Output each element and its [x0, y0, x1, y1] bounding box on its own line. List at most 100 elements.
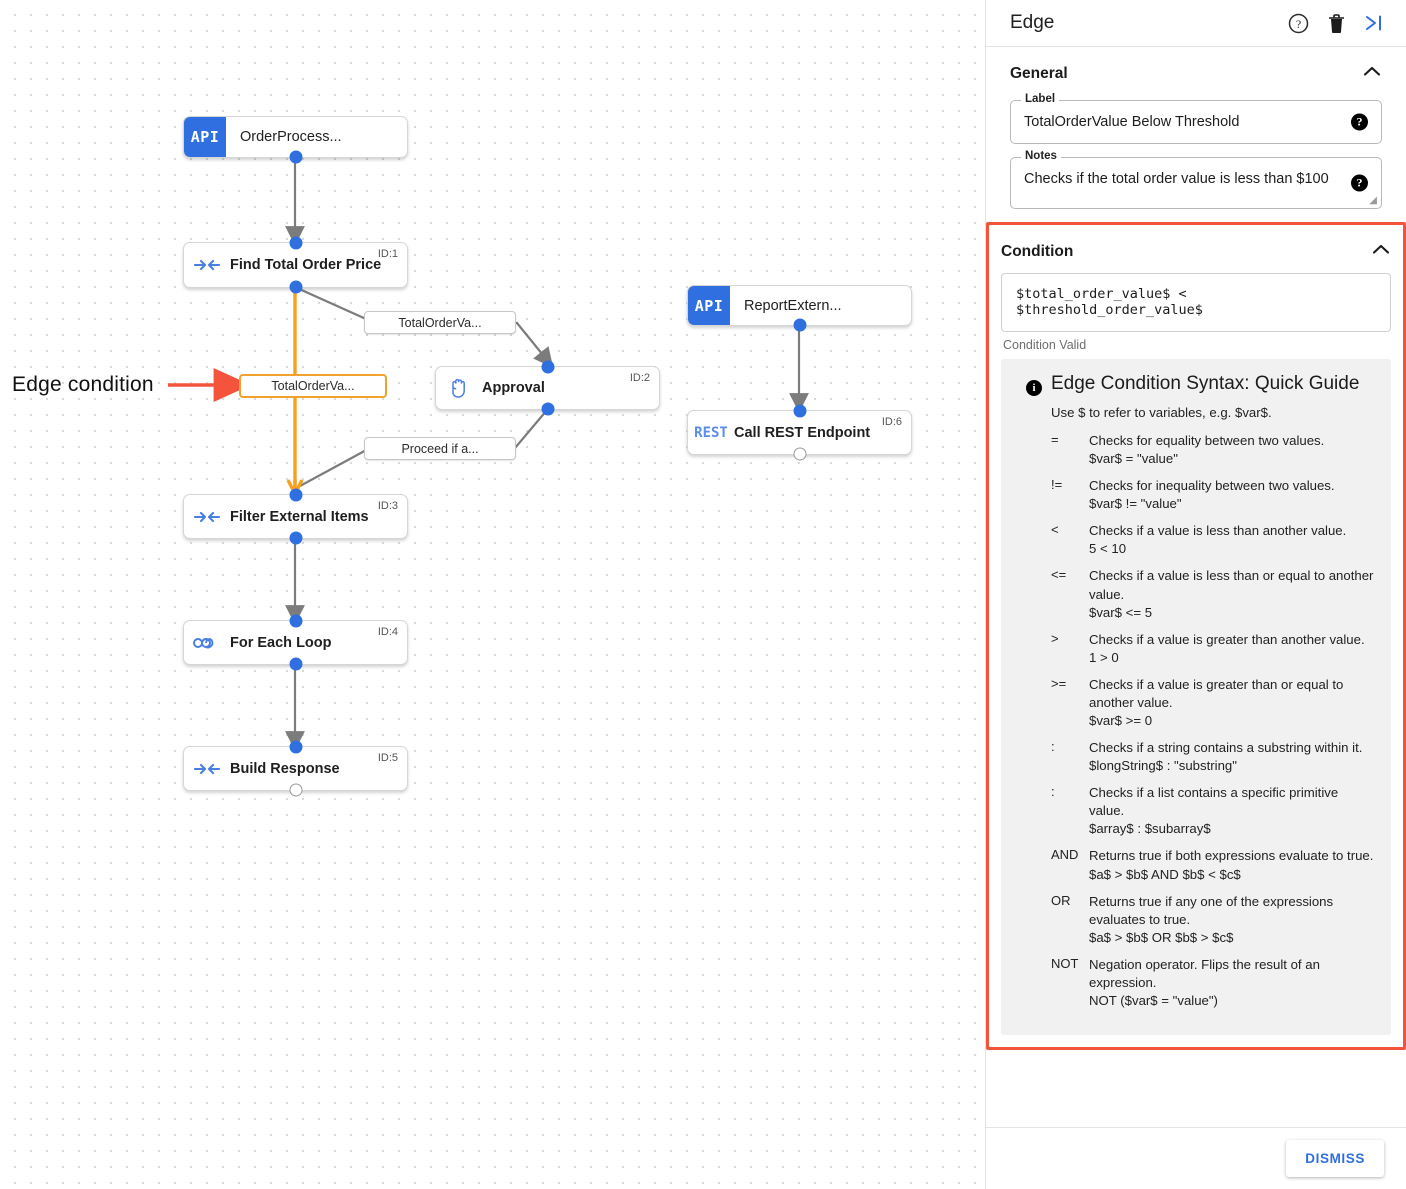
label-field-legend: Label [1021, 93, 1060, 105]
operator-row: = Checks for equality between two values.… [1051, 432, 1375, 468]
operator-symbol: : [1051, 784, 1055, 800]
node-port-in[interactable] [289, 614, 302, 628]
operator-description: Checks if a value is less than another v… [1089, 523, 1347, 539]
label-field[interactable]: Label TotalOrderValue Below Threshold ? [1010, 93, 1382, 144]
operator-example: $a$ > $b$ AND $b$ < $c$ [1089, 866, 1241, 882]
operator-symbol: >= [1051, 675, 1067, 691]
node-port-out[interactable] [541, 402, 554, 416]
node-id-tag: ID:2 [629, 372, 650, 384]
api-badge-icon: API [688, 286, 730, 325]
operator-example: 1 > 0 [1089, 649, 1119, 665]
notes-field-legend: Notes [1021, 150, 1061, 162]
node-port-in[interactable] [541, 360, 554, 374]
node-port-out[interactable] [793, 318, 806, 332]
chevron-up-icon[interactable] [1371, 243, 1391, 261]
condition-section: Condition $total_order_value$ < $thresho… [986, 222, 1406, 1051]
operator-symbol: != [1051, 477, 1063, 493]
operator-description-block: Negation operator. Flips the result of a… [1089, 956, 1375, 1010]
help-circle-icon[interactable]: ? [1288, 13, 1309, 34]
node-port-out[interactable] [289, 150, 302, 164]
node-find-total-order-price[interactable]: Find Total Order Price ID:1 [183, 236, 408, 294]
node-port-in[interactable] [289, 488, 302, 502]
node-port-out[interactable] [793, 447, 806, 461]
operator-description-block: Checks if a value is greater than or equ… [1089, 676, 1375, 730]
operator-description: Checks if a string contains a substring … [1089, 740, 1363, 756]
node-approval[interactable]: Approval ID:2 [435, 360, 660, 416]
operator-symbol: <= [1051, 567, 1067, 583]
dismiss-button[interactable]: DISMISS [1286, 1140, 1384, 1177]
help-icon[interactable]: ? [1351, 113, 1368, 131]
operator-symbol: < [1051, 522, 1059, 538]
condition-heading: Condition [1001, 243, 1074, 260]
operator-description: Checks for equality between two values. [1089, 433, 1325, 448]
condition-expression-input[interactable]: $total_order_value$ < $threshold_order_v… [1001, 273, 1391, 332]
notes-field[interactable]: Notes Checks if the total order value is… [1010, 150, 1382, 209]
operator-row: : Checks if a list contains a specific pr… [1051, 784, 1375, 838]
edge-label-proceed-if-approved[interactable]: Proceed if a... [364, 437, 516, 460]
resize-handle[interactable]: ◢ [1369, 195, 1377, 206]
operator-description-block: Checks if a string contains a substring … [1089, 739, 1375, 775]
node-port-out[interactable] [289, 531, 302, 545]
converging-arrows-icon [184, 761, 230, 777]
trash-icon[interactable] [1327, 13, 1346, 34]
node-build-response[interactable]: Build Response ID:5 [183, 740, 408, 797]
operator-row: OR Returns true if any one of the express… [1051, 893, 1375, 947]
converging-arrows-icon [184, 509, 230, 525]
workflow-canvas[interactable]: Edge condition API OrderProcess... Find … [0, 0, 985, 1189]
node-port-in[interactable] [289, 236, 302, 250]
operator-example: $longString$ : "substring" [1089, 758, 1237, 774]
operator-example: $a$ > $b$ OR $b$ > $c$ [1089, 929, 1234, 945]
operator-description-block: Returns true if both expressions evaluat… [1089, 847, 1375, 883]
general-section: General Label TotalOrderValue Below Thre… [986, 47, 1406, 209]
panel-header: Edge ? [986, 0, 1406, 47]
chevron-up-icon[interactable] [1362, 65, 1382, 83]
help-icon[interactable]: ? [1351, 174, 1368, 192]
operator-symbol: = [1051, 432, 1059, 447]
node-title: Approval [482, 380, 545, 396]
operator-row: !=Checks for inequality between two valu… [1051, 477, 1375, 513]
operator-description: Checks if a value is greater than anothe… [1089, 631, 1365, 647]
operator-example: $var$ >= 0 [1089, 713, 1153, 729]
node-title: For Each Loop [230, 634, 332, 651]
operator-example: $var$ = "value" [1089, 451, 1178, 467]
node-for-each-loop[interactable]: For Each Loop ID:4 [183, 614, 408, 671]
operator-symbol: : [1051, 739, 1055, 755]
operator-description-block: Checks if a value is less than or equal … [1089, 567, 1375, 621]
operator-description-block: Checks if a value is greater than anothe… [1089, 631, 1375, 667]
node-port-in[interactable] [289, 740, 302, 754]
condition-section-header[interactable]: Condition [989, 225, 1403, 273]
edge-label-text: Proceed if a... [401, 441, 479, 456]
general-section-header[interactable]: General [998, 47, 1394, 95]
operator-example: $var$ != "value" [1089, 496, 1182, 512]
operator-example: $var$ <= 5 [1089, 604, 1153, 620]
node-orderprocess[interactable]: API OrderProcess... [183, 116, 408, 164]
node-call-rest-endpoint[interactable]: REST Call REST Endpoint ID:6 [687, 404, 912, 461]
operator-row: >= Checks if a value is greater than or e… [1051, 676, 1375, 730]
node-port-in[interactable] [793, 404, 806, 418]
operator-description: Checks if a value is less than or equal … [1089, 568, 1374, 602]
operator-description-block: Checks for equality between two values. $… [1089, 432, 1375, 468]
syntax-guide-intro: Use $ to refer to variables, e.g. $var$. [1051, 405, 1272, 420]
operator-symbol: > [1051, 630, 1059, 646]
operator-symbol: OR [1051, 892, 1071, 908]
api-badge-icon: API [184, 117, 226, 157]
edge-label-text: TotalOrderVa... [271, 379, 355, 393]
edge-label-totalordervalue-approval[interactable]: TotalOrderVa... [364, 311, 516, 334]
edge-label-totalordervalue-selected[interactable]: TotalOrderVa... [239, 374, 387, 398]
collapse-panel-icon[interactable] [1364, 13, 1386, 33]
operator-description: Negation operator. Flips the result of a… [1089, 956, 1320, 990]
node-filter-external-items[interactable]: Filter External Items ID:3 [183, 488, 408, 545]
operator-description: Checks if a list contains a specific pri… [1089, 785, 1339, 819]
edge-label-text: TotalOrderVa... [398, 315, 482, 330]
node-id-tag: ID:3 [377, 500, 398, 512]
node-port-out[interactable] [289, 280, 302, 294]
operator-description-block: Returns true if any one of the expressio… [1089, 893, 1375, 947]
hand-icon [436, 377, 482, 399]
node-title: Build Response [230, 760, 340, 777]
node-port-out[interactable] [289, 657, 302, 671]
operator-example: $array$ : $subarray$ [1089, 821, 1211, 837]
node-id-tag: ID:6 [881, 416, 902, 428]
node-port-out[interactable] [289, 783, 302, 797]
node-reportextern[interactable]: API ReportExtern... [687, 285, 912, 332]
